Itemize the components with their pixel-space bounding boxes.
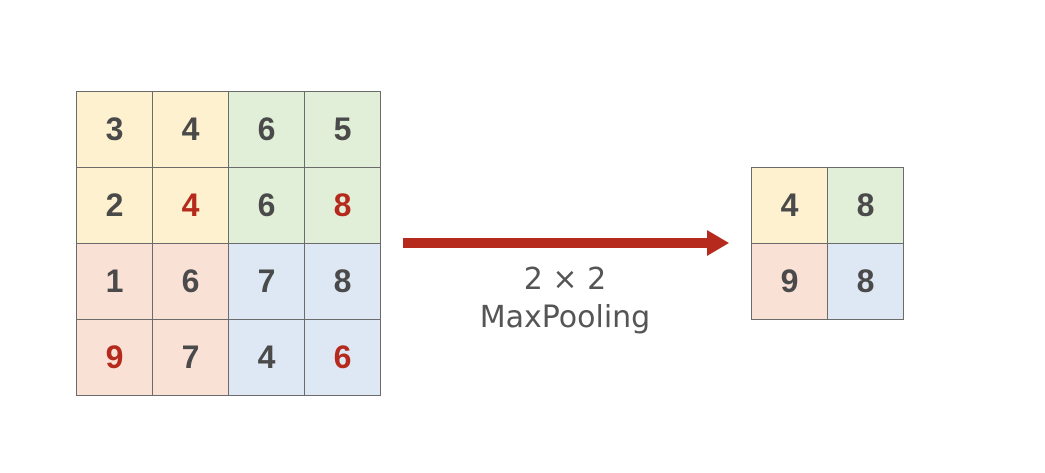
input-cell: 6 [153,244,229,320]
input-cell: 2 [77,168,153,244]
input-cell: 8 [305,168,381,244]
input-cell: 8 [305,244,381,320]
arrow-right-icon [403,230,729,256]
operation-name-label: MaxPooling [479,300,651,335]
input-cell: 4 [153,92,229,168]
input-cell: 3 [77,92,153,168]
input-cell: 6 [305,320,381,396]
input-cell: 4 [153,168,229,244]
pool-size-label: 2 × 2 [523,262,607,297]
input-cell: 9 [77,320,153,396]
input-cell: 7 [229,244,305,320]
output-cell: 9 [752,244,828,320]
input-cell: 1 [77,244,153,320]
arrow-head [707,230,729,256]
input-cell: 5 [305,92,381,168]
output-cell: 4 [752,168,828,244]
arrow-shaft [403,238,709,248]
input-cell: 6 [229,168,305,244]
input-cell: 4 [229,320,305,396]
output-cell: 8 [828,168,904,244]
output-cell: 8 [828,244,904,320]
input-cell: 6 [229,92,305,168]
input-cell: 7 [153,320,229,396]
